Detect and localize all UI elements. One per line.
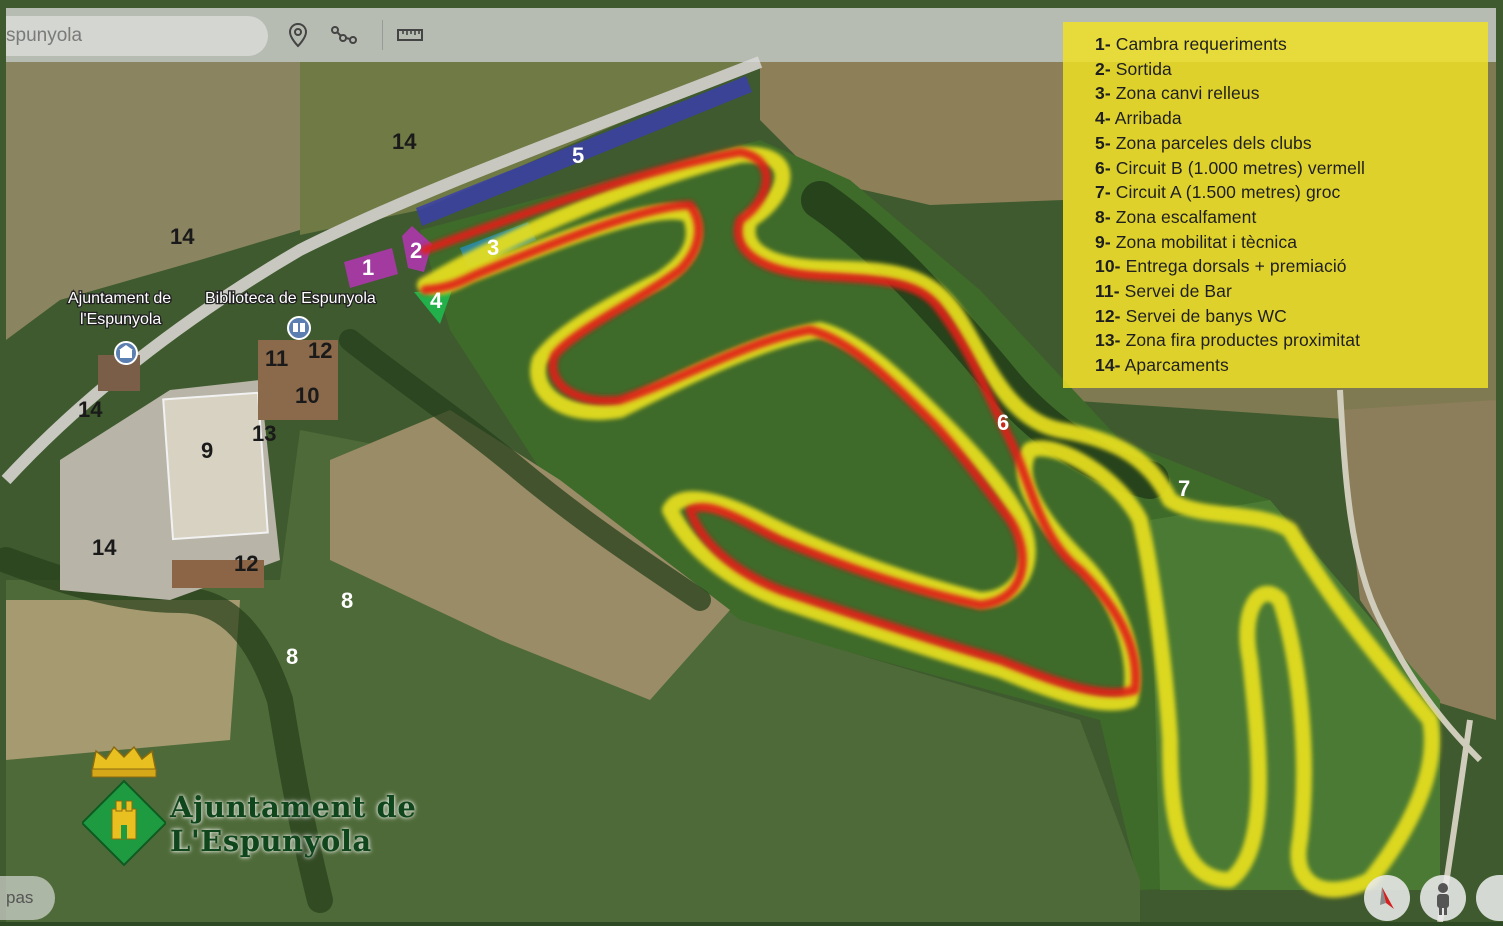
map-legend: 1- Cambra requeriments 2- Sortida 3- Zon… [1063, 22, 1488, 388]
circuit-b-red [420, 147, 1141, 698]
field-plowed-south [330, 410, 730, 700]
field-north-center [760, 62, 1063, 205]
marker-8b: 8 [286, 644, 298, 669]
marker-11: 11 [265, 346, 288, 371]
search-input[interactable]: spunyola [6, 16, 268, 56]
marker-2: 2 [410, 238, 422, 263]
pegman-icon [1437, 883, 1449, 915]
sports-court [162, 391, 269, 541]
municipality-logo-text: Ajuntament de L'Espunyola [170, 790, 417, 858]
zone-clubs-parcels [416, 76, 752, 226]
main-road [1, 56, 763, 485]
marker-12b: 12 [234, 551, 258, 576]
legend-item: 14- Aparcaments [1095, 355, 1229, 376]
marker-4: 4 [430, 288, 443, 313]
marker-14c: 14 [78, 397, 103, 422]
legend-item: 9- Zona mobilitat i tècnica [1095, 231, 1298, 252]
legend-item: 8- Zona escalfament [1095, 206, 1257, 227]
zone-arribada [414, 290, 452, 324]
ruler-icon[interactable] [396, 21, 424, 49]
legend-item: 3- Zona canvi relleus [1095, 83, 1260, 104]
road-east [1337, 389, 1483, 763]
map-pin-icon[interactable] [284, 21, 312, 49]
legend-item: 10- Entrega dorsals + premiació [1095, 256, 1347, 277]
marker-14d: 14 [92, 535, 117, 560]
place-ajuntament-line1[interactable]: Ajuntament de [67, 289, 173, 309]
route-icon[interactable] [330, 21, 358, 49]
place-biblioteca[interactable]: Biblioteca de Espunyola [204, 289, 377, 309]
zone-cambra [344, 248, 398, 288]
legend-item: 13- Zona fira productes proximitat [1095, 330, 1361, 351]
marker-10: 10 [295, 383, 319, 408]
marker-5: 5 [572, 143, 584, 168]
marker-7: 7 [1178, 476, 1190, 501]
marker-12a: 12 [308, 338, 332, 363]
marker-1: 1 [362, 255, 374, 280]
marker-14a: 14 [392, 129, 417, 154]
legend-item: 6- Circuit B (1.000 metres) vermell [1095, 157, 1365, 178]
field-northwest [6, 62, 300, 340]
legend-item: 4- Arribada [1095, 108, 1182, 129]
legend-item: 11- Servei de Bar [1095, 281, 1232, 302]
tree-line-2 [339, 329, 711, 611]
field-southwest-plowed [6, 600, 240, 760]
marker-9: 9 [201, 438, 213, 463]
place-ajuntament-line2[interactable]: l'Espunyola [79, 310, 163, 330]
marker-3: 3 [487, 235, 499, 260]
marker-13: 13 [252, 421, 276, 446]
legend-item: 7- Circuit A (1.500 metres) groc [1095, 182, 1341, 203]
building-south [172, 560, 264, 588]
bottom-left-control[interactable]: pas [0, 876, 55, 920]
town-hall-icon[interactable] [114, 341, 138, 365]
coat-of-arms-icon [82, 745, 166, 867]
field-east [1340, 400, 1496, 720]
compass-button[interactable] [1364, 875, 1410, 921]
zone-sortida [402, 226, 432, 272]
library-icon[interactable] [287, 316, 311, 340]
compass-icon [1380, 887, 1394, 909]
marker-6: 6 [997, 410, 1009, 435]
street-view-button[interactable] [1420, 875, 1466, 921]
toolbar-divider [382, 20, 383, 50]
legend-item: 1- Cambra requeriments [1095, 34, 1287, 54]
legend-item: 2- Sortida [1095, 58, 1172, 79]
marker-14b: 14 [170, 224, 195, 249]
marker-8a: 8 [341, 588, 353, 613]
legend-item: 5- Zona parceles dels clubs [1095, 132, 1312, 153]
building-main [258, 340, 338, 420]
legend-item: 12- Servei de banys WC [1095, 305, 1287, 326]
